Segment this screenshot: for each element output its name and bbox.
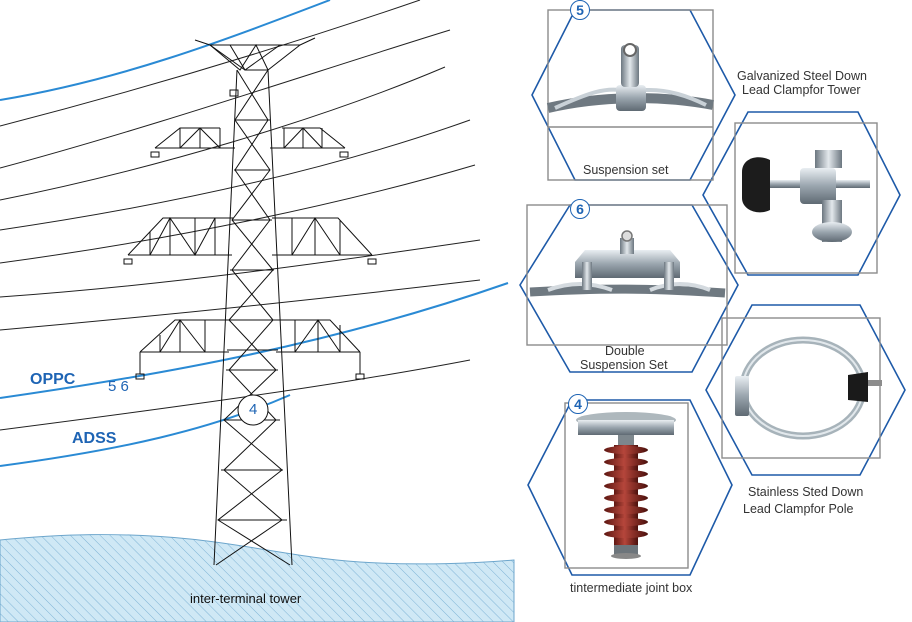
caption-suspension: Suspension set (583, 163, 669, 177)
pole-band-clamp-photo (735, 336, 882, 440)
badge-suspension: 5 (570, 0, 590, 20)
caption-joint-box: tintermediate joint box (570, 581, 693, 595)
hexagon-tower-clamp (702, 111, 901, 276)
conductor-lines (0, 0, 481, 431)
double-suspension-clamp-photo (529, 230, 726, 298)
caption-tower-clamp-line1: Galvanized Steel Down (737, 69, 867, 83)
suspension-clamp-photo (546, 43, 714, 113)
oppc-item-numbers: 5 6 (108, 378, 129, 395)
ground-area (0, 534, 515, 622)
adss-label: ADSS (72, 430, 117, 447)
badge-joint-box: 4 (568, 394, 588, 414)
joint-box-photo (576, 412, 676, 559)
caption-tower-clamp-line2: Lead Clampfor Tower (742, 83, 861, 97)
caption-pole-clamp-line2: Lead Clampfor Pole (743, 502, 854, 516)
caption-pole-clamp-line1: Stainless Sted Down (748, 485, 864, 499)
ground-label: inter-terminal tower (190, 591, 302, 606)
tower-circle-number: 4 (249, 401, 258, 418)
caption-double-suspension-line2: Suspension Set (580, 358, 668, 372)
transmission-tower (123, 37, 377, 566)
oppc-label: OPPC (30, 371, 76, 388)
hexagon-pole-clamp (705, 304, 906, 476)
caption-double-suspension-line1: Double (605, 344, 645, 358)
badge-double-suspension: 6 (570, 199, 590, 219)
tower-down-lead-clamp-photo (742, 150, 870, 242)
photo-frames (526, 9, 881, 569)
